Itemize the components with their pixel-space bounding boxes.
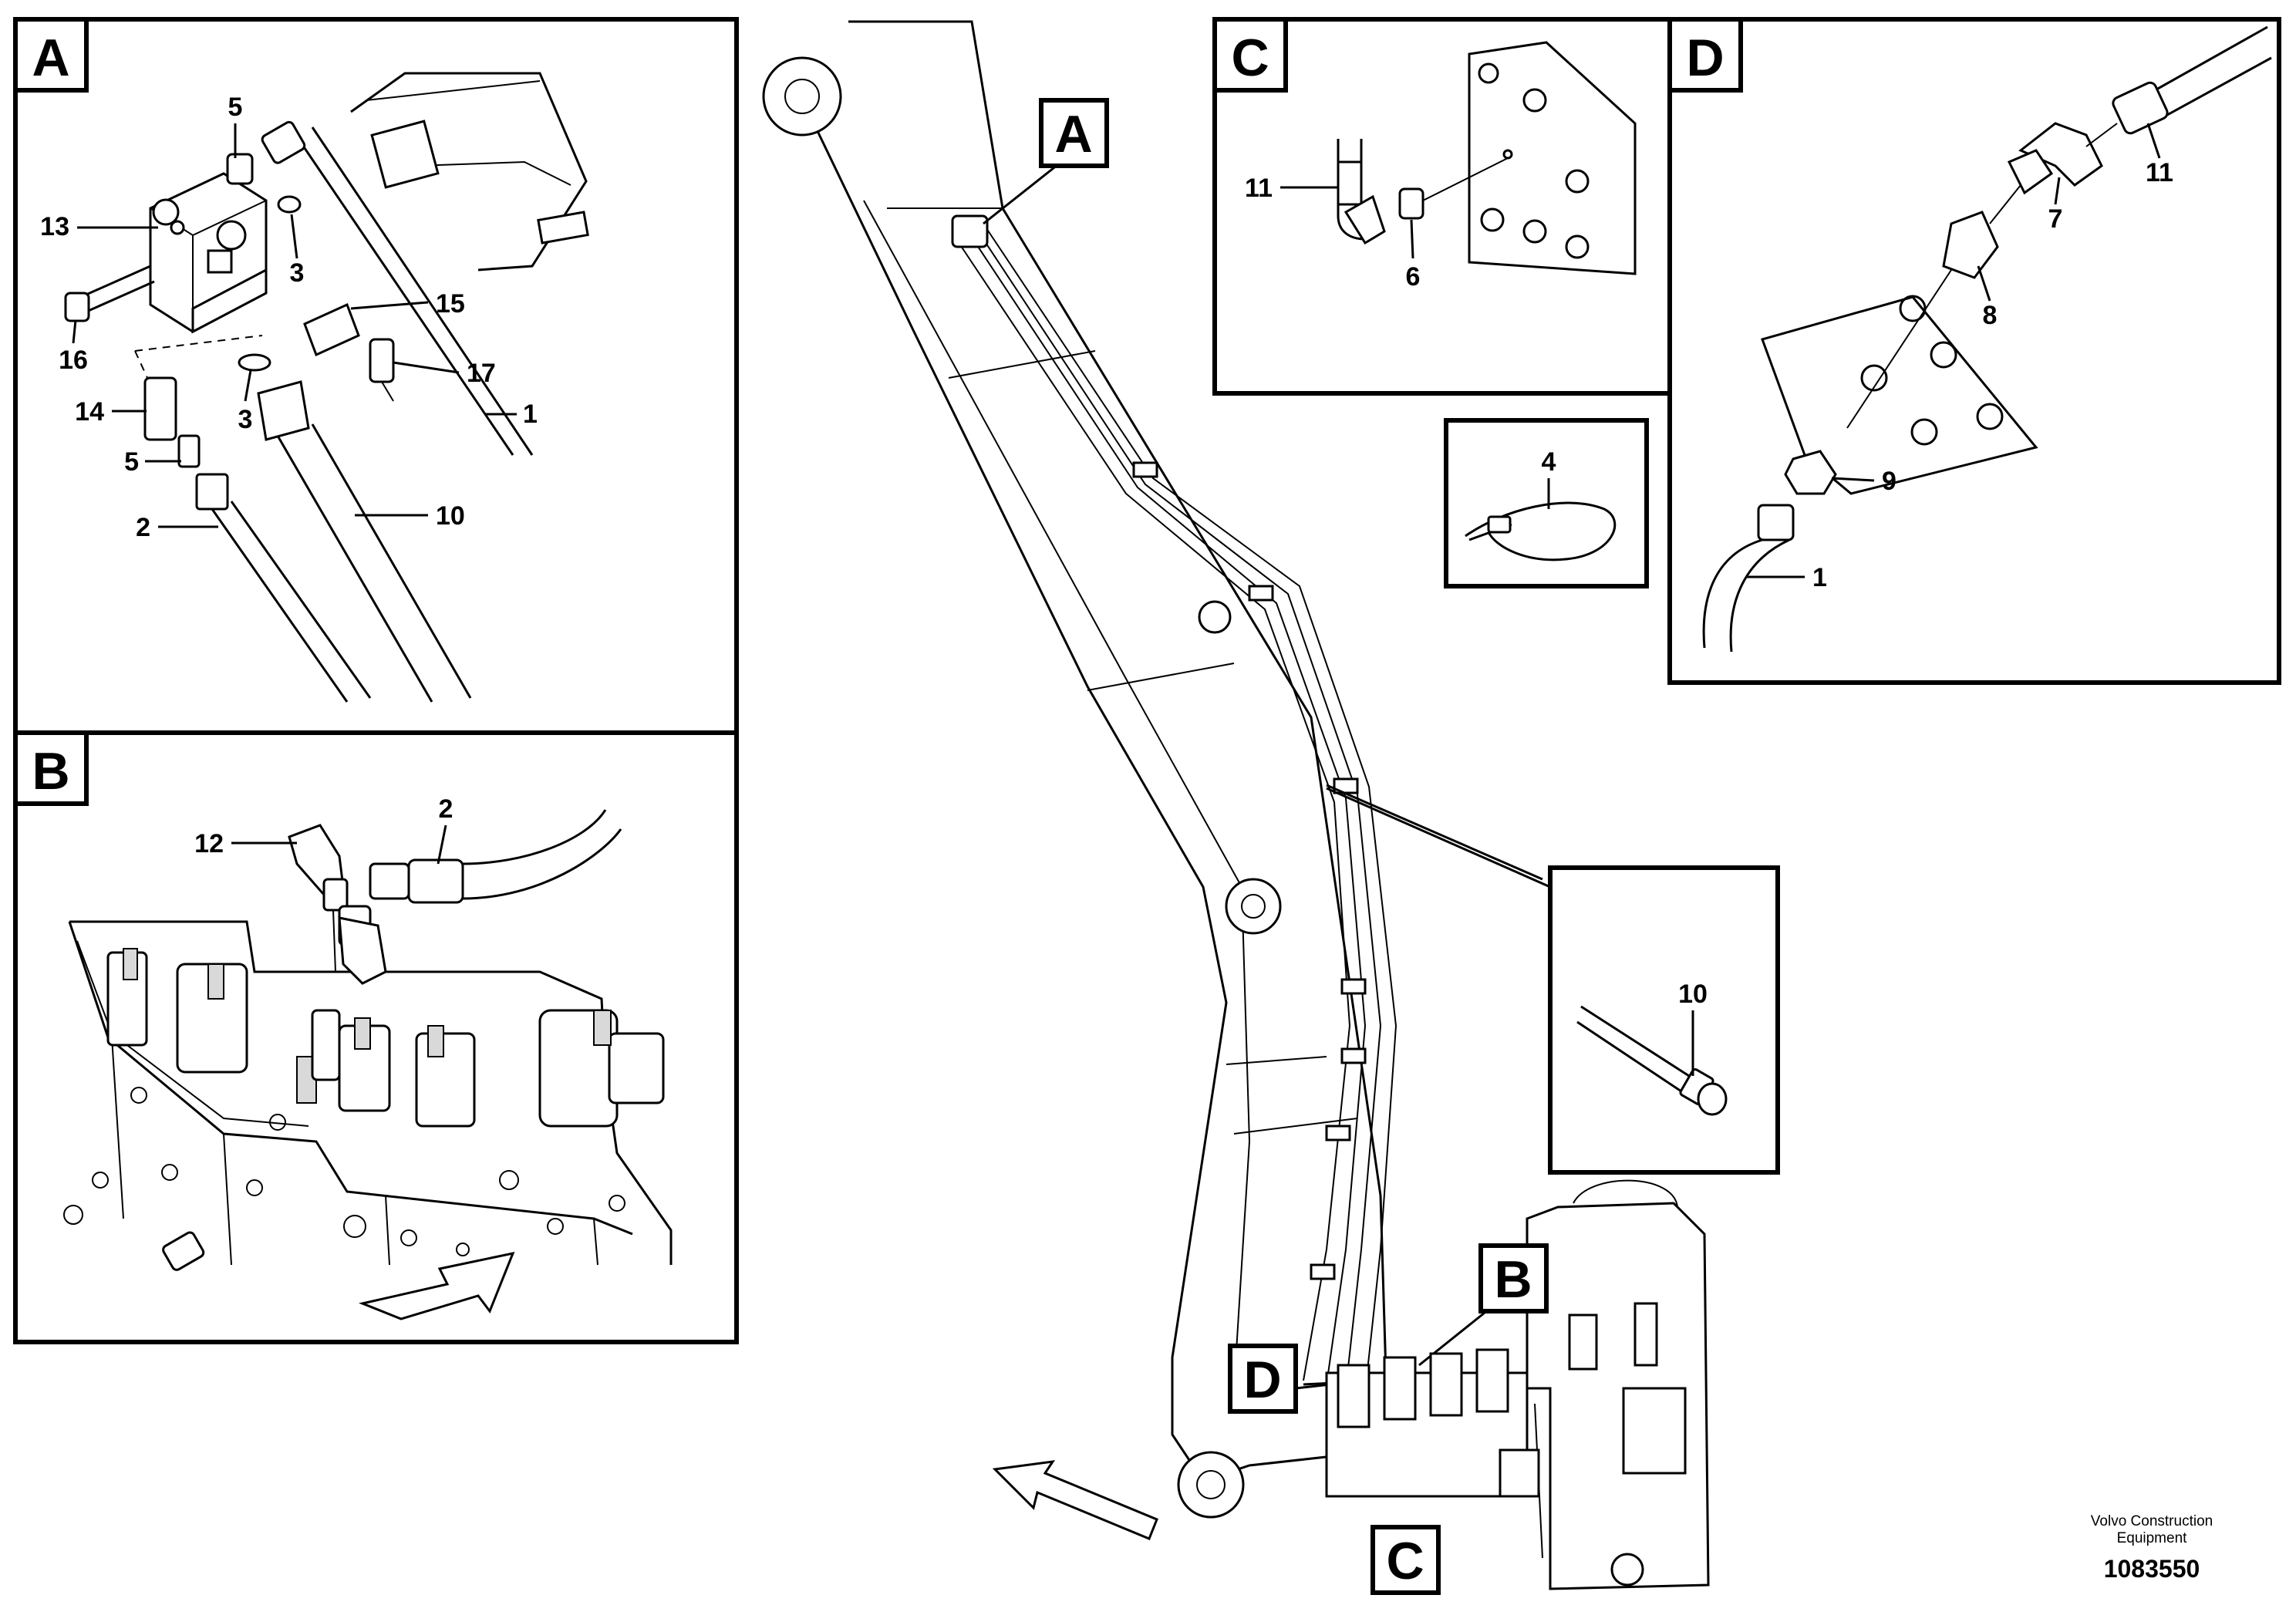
panel-a-callout-15: 15 [436,289,465,319]
panel-hose-frame [1548,865,1780,1175]
boom-foot-pin [762,56,842,137]
panel-a-callouts: 5 13 3 15 16 17 14 3 1 5 2 10 [40,93,538,542]
panel-tie-callout-4: 4 [1542,447,1556,477]
boom-connector-a [951,214,989,248]
panel-b: B [13,730,739,1344]
panel-hose: 10 [1548,865,1780,1175]
panel-a-hose-2-assembly [143,376,372,703]
footer-brand-line2: Equipment [2117,1530,2188,1546]
panel-a-callout-5-top: 5 [228,93,243,122]
panel-a-callout-10: 10 [436,501,465,531]
panel-b-valve-bank [63,920,673,1271]
panel-c-callouts: 11 6 [1245,174,1420,292]
panel-a-callout-2: 2 [136,513,150,542]
footer-brand-line1: Volvo Construction [2091,1513,2213,1529]
panel-a-tag: A [32,29,69,87]
panel-a: A [13,17,739,735]
panel-tie: 4 [1444,418,1649,588]
panel-hose-10 [1576,1005,1728,1116]
panel-d-callout-8: 8 [1983,301,1998,330]
panel-c-hose-11 [1337,139,1509,245]
overview-tag-c: C [1386,1532,1424,1590]
panel-b-frame [13,730,739,1344]
panel-c-callout-6: 6 [1406,262,1421,292]
panel-a-callout-13: 13 [40,212,69,241]
boom-overview: A B C D [762,20,1710,1595]
panel-a-callout-16: 16 [59,346,88,375]
panel-a-callout-14: 14 [75,397,104,427]
boom-outline [785,20,1390,1482]
panel-c-tag: C [1231,29,1269,87]
panel-b-tag: B [32,742,69,801]
overview-tag-a-box [1039,98,1109,168]
footer-drawing-number: 1083550 [2104,1555,2200,1583]
bracket-c [1499,1448,1540,1498]
panel-d-frame [1667,17,2281,685]
panel-d-adapter-8 [1846,184,2021,429]
panel-d-callout-7: 7 [2048,204,2063,234]
control-valve-assembly [1325,1179,1710,1590]
panel-d-callouts: 11 7 8 9 1 [1747,123,2173,592]
panel-d-elbow-7 [2007,122,2118,195]
panel-a-boom-section [350,72,589,271]
panel-a-tag-box [13,17,89,93]
panel-b-direction-arrow [358,1251,515,1320]
overview-leader-hose [1326,784,1551,889]
panel-c-bracket [1468,41,1637,275]
panel-a-valve-block [149,172,268,334]
panel-a-fitting-5-top [226,153,254,185]
boom-hose-a [956,238,1351,1381]
overview-tag-a: A [1054,105,1092,164]
overview-tag-c-box [1371,1525,1441,1595]
panel-c-callout-11: 11 [1245,174,1273,203]
panel-a-callout-1: 1 [523,400,538,429]
boom-cylinder-pin [1225,878,1282,935]
overview-tag-d: D [1243,1351,1281,1409]
overview-tag-b-box [1478,1243,1549,1313]
panel-a-callout-17: 17 [467,359,496,388]
panel-d-hose-11 [2112,25,2272,135]
panel-c: C 11 6 [1212,17,1672,396]
panel-d-tag-box [1667,17,1743,93]
panel-a-hose-10 [257,380,472,703]
panel-b-fitting-12 [288,824,387,1081]
panel-d-nut-9 [1784,450,1837,495]
panel-b-hose-2 [369,809,622,904]
footer: Volvo Construction Equipment 1083550 [2091,1513,2213,1583]
panel-a-oring-3-lower [238,353,271,372]
panel-d-callout-11: 11 [2146,158,2173,187]
panel-a-oring-3-upper [277,195,302,214]
overview-direction-arrow [992,1460,1158,1540]
panel-c-tag-box [1212,17,1288,93]
panel-d-hose-1 [1702,504,1795,653]
overview-tag-b: B [1494,1250,1532,1309]
panel-d-bracket [1761,295,2038,495]
panel-b-callouts: 12 2 [194,794,453,865]
panel-d: D [1667,17,2281,685]
panel-a-callout-3-lower: 3 [238,405,253,434]
panel-a-hose-1 [261,120,534,456]
panel-b-callout-2: 2 [439,794,453,824]
panel-a-callout-5-lower: 5 [124,447,139,477]
panel-b-tag-box [13,730,89,806]
panel-a-callout-3-upper: 3 [290,258,305,288]
panel-hose-callout-10: 10 [1678,980,1708,1009]
overview-tag-d-box [1228,1344,1298,1414]
panel-a-adapter-15 [303,302,395,402]
boom-inner-line [863,200,1251,1389]
panel-d-callout-1: 1 [1812,563,1827,592]
panel-b-callout-12: 12 [194,829,224,858]
panel-a-bolt-16 [64,265,155,322]
boom-hose-clamps [1132,461,1367,1280]
panel-d-tag: D [1686,29,1724,87]
boom-section-lines [887,207,1358,1135]
panel-d-callout-9: 9 [1882,467,1896,496]
panel-tie-frame [1444,418,1649,588]
cable-tie-icon [1465,501,1617,561]
boom-tip-pin [1177,1451,1245,1519]
